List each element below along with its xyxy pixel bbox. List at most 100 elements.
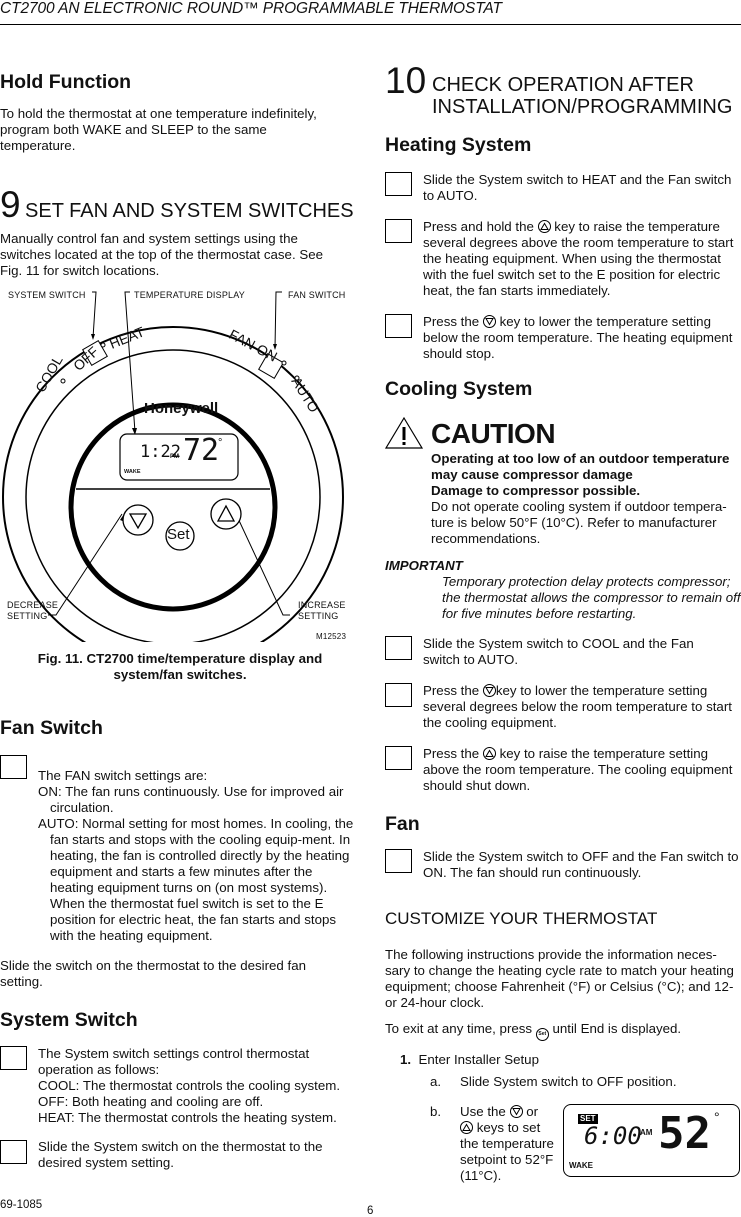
cooling-step-1: Slide the System switch to COOL and the …	[423, 636, 694, 667]
display-degree: °	[218, 437, 223, 449]
fan-switch-callout: FAN SWITCH	[288, 290, 346, 300]
cooling-step-2: Press the key to lower the temperature s…	[423, 683, 741, 731]
important-label: IMPORTANT	[385, 558, 463, 573]
set-key-icon: Set	[535, 1028, 549, 1041]
decrease-button[interactable]	[123, 505, 153, 535]
step-text: key to lower the temperature setting bel…	[423, 314, 733, 361]
step-1: 1. Enter Installer Setup	[400, 1052, 539, 1068]
fan-heading: Fan	[385, 813, 420, 835]
step-text: key to raise the temperature several deg…	[423, 219, 734, 298]
lcd-time: 6:00	[584, 1122, 642, 1150]
important-body: Temporary protection delay protects comp…	[442, 574, 741, 621]
increase-button[interactable]	[211, 499, 241, 529]
hold-function-body: To hold the thermostat at one temperatur…	[0, 106, 317, 153]
document-number: 69-1085	[0, 1199, 43, 1211]
heating-step-3: Press the key to lower the temperature s…	[423, 314, 741, 362]
increase-setting-callout-line2: SETTING	[298, 611, 339, 621]
checkbox[interactable]	[385, 219, 412, 243]
system-off-description: OFF: Both heating and cooling are off.	[38, 1094, 264, 1109]
checkbox[interactable]	[385, 314, 412, 338]
caution-label: CAUTION	[431, 418, 556, 449]
display-time: 1:22	[140, 442, 181, 462]
checkbox[interactable]	[385, 849, 412, 873]
figure-caption: Fig. 11. CT2700 time/temperature display…	[0, 651, 360, 683]
checkbox[interactable]	[385, 636, 412, 660]
up-key-icon	[482, 747, 496, 760]
running-header-title: CT2700 AN ELECTRONIC ROUND™ PROGRAMMABLE…	[0, 0, 502, 17]
caution-warning-bold: Operating at too low of an outdoor tempe…	[431, 451, 730, 482]
checkbox[interactable]	[0, 755, 27, 779]
step-text: Press the	[423, 314, 480, 329]
section-10-title: CHECK OPERATION AFTER INSTALLATION/PROGR…	[432, 74, 732, 118]
step-text: key to raise the temperature setting abo…	[423, 746, 733, 793]
display-period: WAKE	[124, 469, 141, 475]
step-number: 1.	[400, 1052, 412, 1067]
section-10-title-line2: INSTALLATION/PROGRAMMING	[432, 96, 733, 118]
set-button[interactable]: Set	[167, 526, 190, 543]
fan-auto-description: AUTO: Normal setting for most homes. In …	[38, 816, 354, 943]
decrease-setting-callout-line1: DECREASE	[7, 600, 59, 610]
step-text: Press the	[423, 683, 480, 698]
system-settings-intro: The System switch settings control therm…	[38, 1046, 310, 1077]
exit-text: To exit at any time, press	[385, 1021, 533, 1036]
caution-warning-icon	[384, 416, 424, 455]
step-text: the temperature	[460, 1136, 554, 1151]
figure-caption-line2: system/fan switches.	[113, 667, 247, 682]
lcd-temperature: 52	[658, 1108, 711, 1159]
lcd-display-illustration: SET 6:00 AM 52 ° WAKE	[563, 1104, 740, 1177]
honeywell-logo: Honeywell	[144, 400, 219, 417]
header-rule	[0, 24, 741, 25]
down-key-icon	[482, 315, 496, 328]
heating-system-heading: Heating System	[385, 134, 532, 156]
fan-switch-instruction: Slide the switch on the thermostat to th…	[0, 958, 307, 989]
step-label: Enter Installer Setup	[418, 1052, 539, 1067]
thermostat-illustration	[2, 291, 344, 668]
fan-switch-settings: The FAN switch settings are: ON: The fan…	[38, 768, 356, 944]
step-1a: a.	[430, 1074, 441, 1090]
figure-id: M12523	[316, 632, 347, 641]
checkbox[interactable]	[385, 683, 412, 707]
step-text: key to lower the temperature setting sev…	[423, 683, 732, 730]
step-text: Press and hold the	[423, 219, 534, 234]
substep-letter: b.	[430, 1104, 442, 1119]
decrease-setting-callout-line2: SETTING	[7, 611, 48, 621]
hold-function-heading: Hold Function	[0, 71, 132, 93]
fan-step-1: Slide the System switch to OFF and the F…	[423, 849, 739, 880]
fan-on-description: ON: The fan runs continuously. Use for i…	[38, 784, 344, 815]
caution-instruction: Do not operate cooling system if outdoor…	[431, 499, 727, 546]
display-ampm: PM	[170, 454, 179, 460]
system-cool-description: COOL: The thermostat controls the coolin…	[38, 1078, 341, 1093]
step-text: keys to set	[476, 1120, 541, 1135]
heating-step-2: Press and hold the key to raise the temp…	[423, 219, 741, 299]
up-key-icon	[537, 220, 551, 233]
figure-caption-line1: Fig. 11. CT2700 time/temperature display…	[37, 651, 323, 666]
step-text: Use the	[460, 1104, 506, 1119]
display-temperature: 72	[183, 433, 220, 468]
section-title: SET FAN AND SYSTEM SWITCHES	[25, 200, 354, 222]
down-key-icon	[482, 684, 496, 697]
system-switch-heading: System Switch	[0, 1009, 138, 1031]
checkbox[interactable]	[0, 1140, 27, 1164]
lcd-ampm: AM	[640, 1128, 653, 1137]
section-number: 10	[385, 60, 427, 101]
customize-body: The following instructions provide the i…	[385, 947, 734, 1010]
substep-letter: a.	[430, 1074, 442, 1089]
checkbox[interactable]	[0, 1046, 27, 1070]
checkbox[interactable]	[385, 172, 412, 196]
system-switch-settings: The System switch settings control therm…	[38, 1046, 360, 1126]
heating-step-1: Slide the System switch to HEAT and the …	[423, 172, 732, 203]
section-10-title-line1: CHECK OPERATION AFTER	[432, 74, 694, 96]
step-text: setpoint to 52°F	[460, 1152, 554, 1167]
checkbox[interactable]	[385, 746, 412, 770]
customize-title: CUSTOMIZE YOUR THERMOSTAT	[385, 909, 658, 928]
system-heat-description: HEAT: The thermostat controls the heatin…	[38, 1110, 337, 1125]
system-switch-instruction: Slide the System switch on the thermosta…	[38, 1139, 323, 1170]
lcd-period: WAKE	[569, 1161, 593, 1170]
exit-text: until End is displayed.	[552, 1021, 682, 1036]
step-text: or	[526, 1104, 539, 1119]
fan-settings-intro: The FAN switch settings are:	[38, 768, 208, 783]
caution-body: Operating at too low of an outdoor tempe…	[431, 451, 741, 547]
lcd-degree: °	[714, 1109, 720, 1125]
fan-switch-heading: Fan Switch	[0, 717, 103, 739]
page-number: 6	[367, 1205, 374, 1217]
